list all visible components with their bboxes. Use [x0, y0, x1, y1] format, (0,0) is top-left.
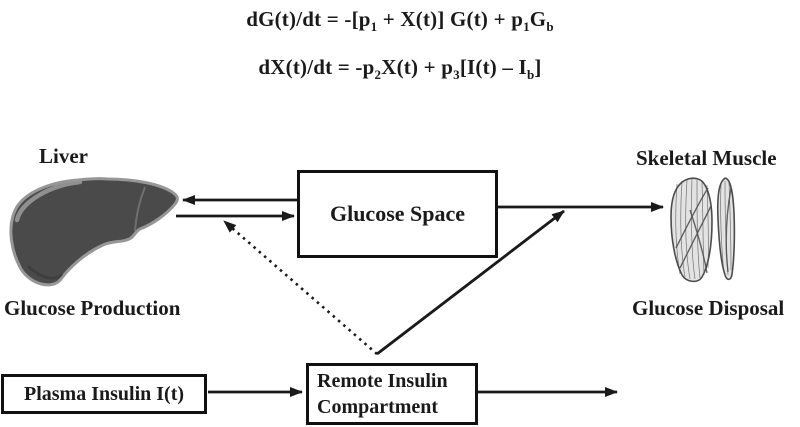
liver-icon	[9, 177, 179, 287]
muscle-fiber-line	[696, 179, 701, 279]
eq2-subscript: b	[526, 67, 535, 83]
eq2-term: [I(t) – I	[459, 55, 527, 79]
eq2-subscript: 2	[374, 67, 382, 83]
eq1-subscript: 1	[370, 19, 378, 35]
muscle-fiber-line	[680, 180, 686, 278]
skeletal-muscle-icon	[670, 177, 736, 283]
muscle-fiber-line	[691, 178, 696, 280]
glucose-production-label: Glucose Production	[4, 296, 181, 320]
glucose-space-label: Glucose Space	[329, 201, 466, 226]
liver-label: Liver	[39, 144, 88, 168]
eq1-term: + X(t)] G(t) + p	[377, 7, 524, 31]
liver-lobe-crease	[134, 186, 146, 232]
muscle-fiber-line	[701, 181, 705, 276]
muscle-fascia-line	[689, 209, 708, 274]
plasma-insulin-label: Plasma Insulin I(t)	[23, 382, 185, 405]
eq2-term: dX(t)/dt = -p	[258, 55, 375, 79]
eq1-subscript: b	[546, 19, 554, 35]
eq1-term: G	[529, 7, 547, 31]
eq2-subscript: 3	[453, 67, 460, 83]
skeletal-muscle-label: Skeletal Muscle	[636, 146, 777, 170]
glucose-space-box: Glucose Space	[297, 170, 498, 258]
muscle-fiber-line	[706, 184, 709, 269]
plasma-insulin-box: Plasma Insulin I(t)	[1, 374, 207, 414]
muscle-fiber-line	[675, 183, 681, 275]
muscle-fascia-line	[679, 205, 712, 269]
muscle-fascia-line	[725, 187, 732, 273]
remote-insulin-compartment-box: Remote Insulin Compartment	[306, 363, 478, 425]
eq2-term: ]	[534, 55, 542, 79]
eq1-term: dG(t)/dt = -[p	[246, 7, 371, 31]
muscle-fiber-line	[685, 179, 691, 280]
remote-insulin-label-line2: Compartment	[317, 396, 439, 418]
remote-insulin-label-line1: Remote Insulin	[317, 370, 448, 392]
liver-highlight-edge	[9, 177, 179, 287]
glucose-disposal-label: Glucose Disposal	[632, 296, 785, 320]
liver-shadow	[26, 264, 64, 280]
eq1-subscript: 1	[523, 19, 530, 35]
muscle-fiber-line	[728, 181, 732, 271]
liver-top-sheen	[14, 179, 83, 223]
eq2-term: X(t) + p	[381, 55, 454, 79]
insulin-action-equation: dX(t)/dt = -p2X(t) + p3[I(t) – Ib]	[0, 55, 800, 83]
glucose-equation: dG(t)/dt = -[p1 + X(t)] G(t) + p1Gb	[0, 7, 800, 35]
muscle-fiber-line	[720, 183, 725, 274]
